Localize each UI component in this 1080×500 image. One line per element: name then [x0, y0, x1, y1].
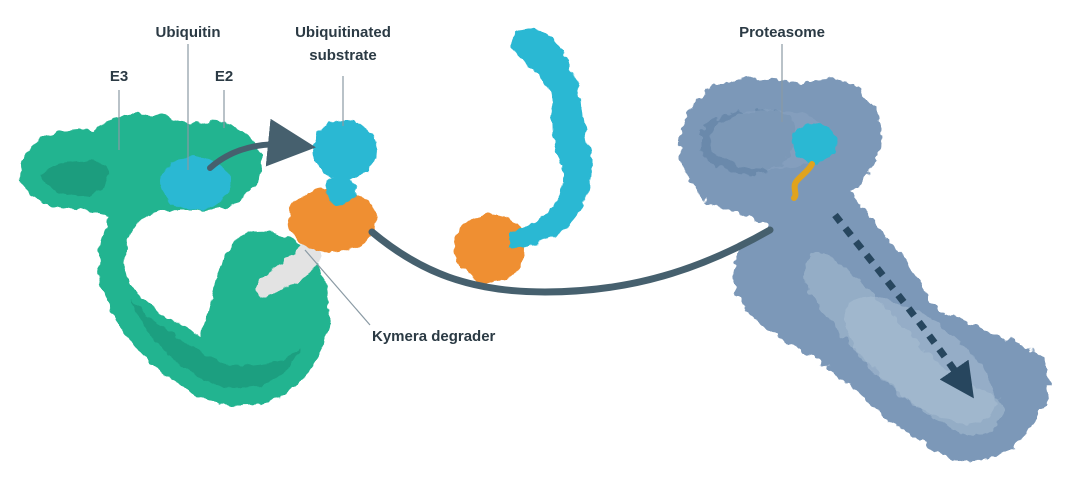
- proteasome-ubiquitin: [792, 123, 836, 163]
- label-substrate-line2: substrate: [309, 47, 377, 64]
- degradation-path-arrow: [832, 212, 974, 399]
- label-ubiquitin: Ubiquitin: [155, 24, 221, 41]
- ubiquitin-on-e2: [160, 157, 230, 209]
- degrader-molecule: [255, 239, 323, 297]
- peptide-chain: [791, 161, 815, 201]
- e3-ligase: [19, 114, 331, 407]
- transport-arrow: [368, 226, 774, 296]
- ubiquitin-transfer-arrow: [207, 118, 316, 171]
- label-substrate-line1: Ubiquitinated: [295, 24, 391, 41]
- label-kymera-degrader: Kymera degrader: [372, 328, 496, 345]
- label-e3: E3: [109, 68, 129, 85]
- label-proteasome: Proteasome: [739, 24, 825, 41]
- ubiquitinated-substrate-released: [454, 28, 593, 282]
- leader-degrader: [304, 249, 371, 326]
- substrate-ternary: [288, 120, 377, 253]
- label-e2: E2: [214, 68, 234, 85]
- leader-lines: [118, 44, 783, 326]
